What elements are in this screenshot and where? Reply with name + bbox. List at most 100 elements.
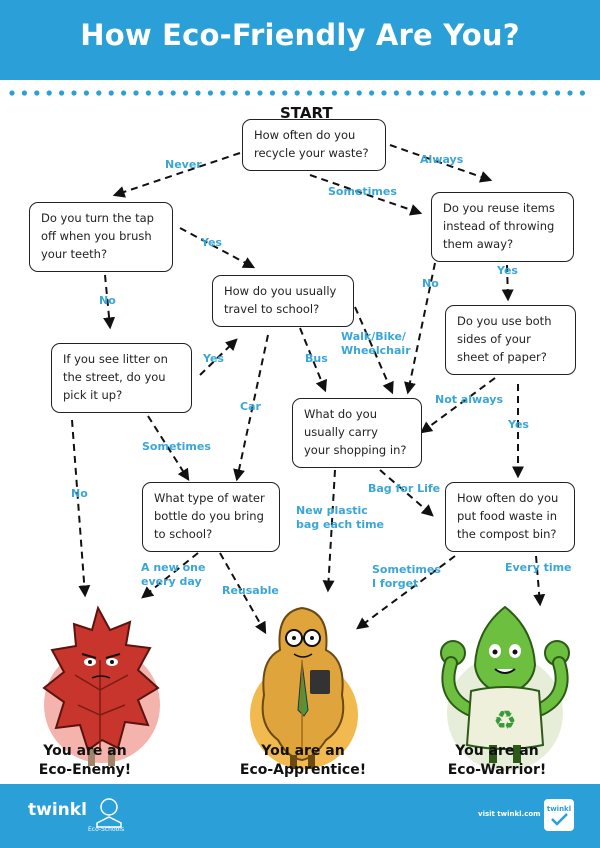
- divider-dot: [542, 90, 548, 96]
- divider-dot: [170, 90, 176, 96]
- arrow-sometimes-litter: [147, 415, 190, 482]
- divider-dot: [418, 90, 424, 96]
- divider-dot: [369, 90, 375, 96]
- label-sometimes-recycle: Sometimes: [328, 185, 397, 198]
- arrow-not-always: [420, 377, 496, 434]
- label-never: Never: [165, 158, 202, 171]
- arrow-always: [389, 144, 493, 183]
- quality-badge-icon: twinkl: [544, 799, 574, 831]
- divider-dot: [257, 90, 263, 96]
- badge-text: twinkl: [547, 805, 571, 813]
- divider-dot: [356, 90, 362, 96]
- divider-dot: [9, 90, 15, 96]
- eco-enemy-character: [42, 605, 160, 766]
- divider-dot: [71, 90, 77, 96]
- arrow-yes-reuse: [501, 264, 514, 302]
- divider-dot: [59, 90, 65, 96]
- divider-dot: [269, 90, 275, 96]
- arrow-new-plastic: [322, 469, 336, 593]
- divider-dot: [121, 90, 127, 96]
- divider-dot: [307, 90, 313, 96]
- label-yes-tap: Yes: [201, 236, 222, 249]
- eco-warrior-character: ♻: [440, 605, 570, 771]
- divider-dot: [319, 90, 325, 96]
- footer-banner: [0, 784, 600, 848]
- label-reusable: Reusable: [222, 584, 279, 597]
- divider-dot: [83, 90, 89, 96]
- arrow-yes-tap: [179, 227, 256, 269]
- arrow-never: [112, 152, 241, 198]
- divider-dot: [34, 90, 40, 96]
- divider-dot: [431, 90, 437, 96]
- divider-dot: [443, 90, 449, 96]
- divider-dot: [158, 90, 164, 96]
- svg-text:♻: ♻: [493, 706, 516, 736]
- label-yes-paper: Yes: [508, 418, 529, 431]
- twinkl-logo[interactable]: twinkl: [28, 800, 87, 820]
- eco-schools-text: Eco-Schools: [88, 826, 125, 833]
- divider-dot: [145, 90, 151, 96]
- divider-dot: [46, 90, 52, 96]
- label-bus: Bus: [305, 352, 328, 365]
- label-no-tap: No: [99, 294, 116, 307]
- divider-dot: [517, 90, 523, 96]
- label-always: Always: [420, 153, 464, 166]
- divider-dot: [493, 90, 499, 96]
- divider-dot: [381, 90, 387, 96]
- divider-dot: [455, 90, 461, 96]
- arrow-no-reuse: [404, 262, 436, 395]
- label-bag-for-life: Bag for Life: [368, 482, 441, 495]
- divider-dot: [468, 90, 474, 96]
- arrow-no-tap: [103, 274, 116, 330]
- divider-dot: [195, 90, 201, 96]
- divider-dot: [530, 90, 536, 96]
- divider-dot: [183, 90, 189, 96]
- divider-dot: [406, 90, 412, 96]
- start-label: START: [280, 104, 333, 122]
- label-every-time: Every time: [505, 561, 572, 574]
- divider-dot: [567, 90, 573, 96]
- label-car: Car: [240, 400, 261, 413]
- divider-dot: [232, 90, 238, 96]
- eco-schools-logo-icon: [96, 798, 122, 828]
- divider-dot: [579, 90, 586, 96]
- page-title: How Eco-Friendly Are You?: [80, 18, 520, 52]
- label-yes-reuse: Yes: [497, 264, 518, 277]
- arrow-walk: [354, 306, 394, 395]
- divider-dot: [133, 90, 139, 96]
- divider-dot: [331, 90, 337, 96]
- arrow-sometimes-forget: [356, 555, 456, 630]
- divider-dot: [96, 90, 102, 96]
- label-walk: Walk/Bike/Wheelchair: [341, 330, 411, 357]
- divider-dot: [344, 90, 350, 96]
- header-banner: [0, 0, 600, 80]
- label-no-reuse: No: [422, 277, 439, 290]
- divider-dot: [294, 90, 300, 96]
- label-not-always: Not always: [435, 393, 504, 406]
- arrow-sometimes-recycle: [309, 174, 423, 216]
- divider-dot: [108, 90, 114, 96]
- arrow-every-time: [533, 555, 546, 607]
- divider-dot: [555, 90, 561, 96]
- arrow-no-litter: [71, 419, 91, 598]
- label-no-litter: No: [71, 487, 88, 500]
- divider-dot: [282, 90, 288, 96]
- divider-dot: [393, 90, 399, 96]
- visit-link[interactable]: visit twinkl.com: [478, 810, 541, 818]
- label-sometimes-litter: Sometimes: [142, 440, 211, 453]
